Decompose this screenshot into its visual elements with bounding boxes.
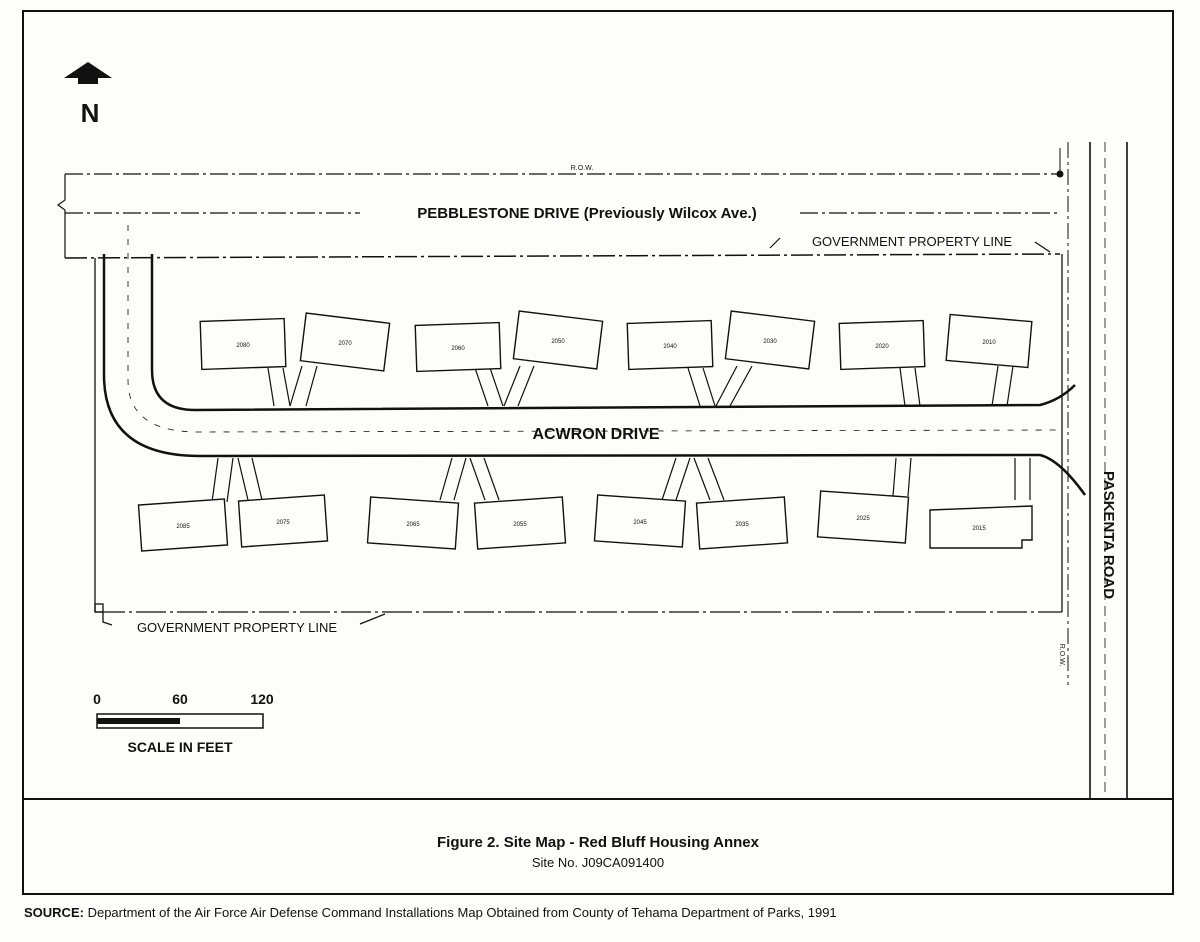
caption-title: Figure 2. Site Map - Red Bluff Housing A… [437,834,759,851]
property-line-top [769,237,1051,253]
house-lot-north-4: 2050 [512,310,604,370]
house-lot-south-5: 2045 [593,494,687,548]
source-label: SOURCE: [24,905,84,920]
street-label-acwron: ACWRON DRIVE [532,426,659,443]
house-number: 2065 [406,522,420,528]
house-number: 2035 [735,522,749,528]
property-line-label-bottom: GOVERNMENT PROPERTY LINE [137,620,337,635]
paskenta-road [1059,142,1128,800]
source-text: Department of the Air Force Air Defense … [87,905,837,920]
house-lot-south-4: 2055 [473,496,567,550]
house-lot-north-7: 2020 [838,319,926,371]
scale-tick-60: 60 [172,691,188,707]
house-number: 2070 [338,341,352,347]
house-number: 2020 [875,344,889,350]
house-lot-south-2: 2075 [237,494,329,548]
scale-label: SCALE IN FEET [127,739,232,755]
house-number: 2045 [633,520,647,526]
row-label-top: R.O.W. [571,165,594,172]
house-number: 2085 [176,524,190,530]
house-lot-south-1: 2085 [137,498,229,552]
scale-tick-0: 0 [93,691,101,707]
house-number: 2010 [982,340,996,346]
house-lot-north-1: 2080 [199,317,287,371]
north-label: N [81,98,100,128]
street-label-pebblestone: PEBBLESTONE DRIVE (Previously Wilcox Ave… [417,205,756,222]
house-lot-south-6: 2035 [695,496,789,550]
acwron-drive-road [102,225,1087,496]
north-houses: 2080 2070 2060 2050 2040 2030 2020 2010 [199,310,1033,407]
house-number: 2025 [856,516,870,522]
house-number: 2050 [551,339,565,345]
south-houses: 2085 2075 2065 2055 2045 2035 2025 2015 [137,457,1033,552]
house-lot-north-3: 2060 [414,321,502,373]
figure-frame [22,10,1174,895]
property-boundary [94,254,1063,626]
house-number: 2040 [663,344,677,350]
house-number: 2060 [451,346,465,352]
house-number: 2075 [276,520,290,526]
house-lot-south-8: 2015 [929,505,1033,549]
north-arrow-icon [64,62,112,84]
caption-subtitle: Site No. J09CA091400 [531,855,665,870]
source-note: SOURCE: Department of the Air Force Air … [24,905,837,920]
house-lot-north-5: 2040 [626,319,714,371]
scale-bar: 0 60 120 SCALE IN FEET [93,691,274,755]
house-lot-north-6: 2030 [724,310,816,370]
row-label-right: R.O.W. [1058,644,1065,667]
scale-tick-120: 120 [250,691,274,707]
house-number: 2015 [972,526,986,532]
street-label-paskenta: PASKENTA ROAD [1100,471,1117,599]
property-line-label-top: GOVERNMENT PROPERTY LINE [812,234,1012,249]
house-lot-south-7: 2025 [816,490,910,544]
site-map: N R.O.W. PEBBLESTONE DRIVE (Previously W… [56,62,1128,800]
house-lot-north-8: 2010 [945,313,1033,369]
house-lot-north-2: 2070 [299,312,391,372]
house-number: 2030 [763,339,777,345]
house-lot-south-3: 2065 [366,496,460,550]
figure-caption: Figure 2. Site Map - Red Bluff Housing A… [22,798,1174,895]
house-number: 2055 [513,522,527,528]
house-number: 2080 [236,343,250,349]
